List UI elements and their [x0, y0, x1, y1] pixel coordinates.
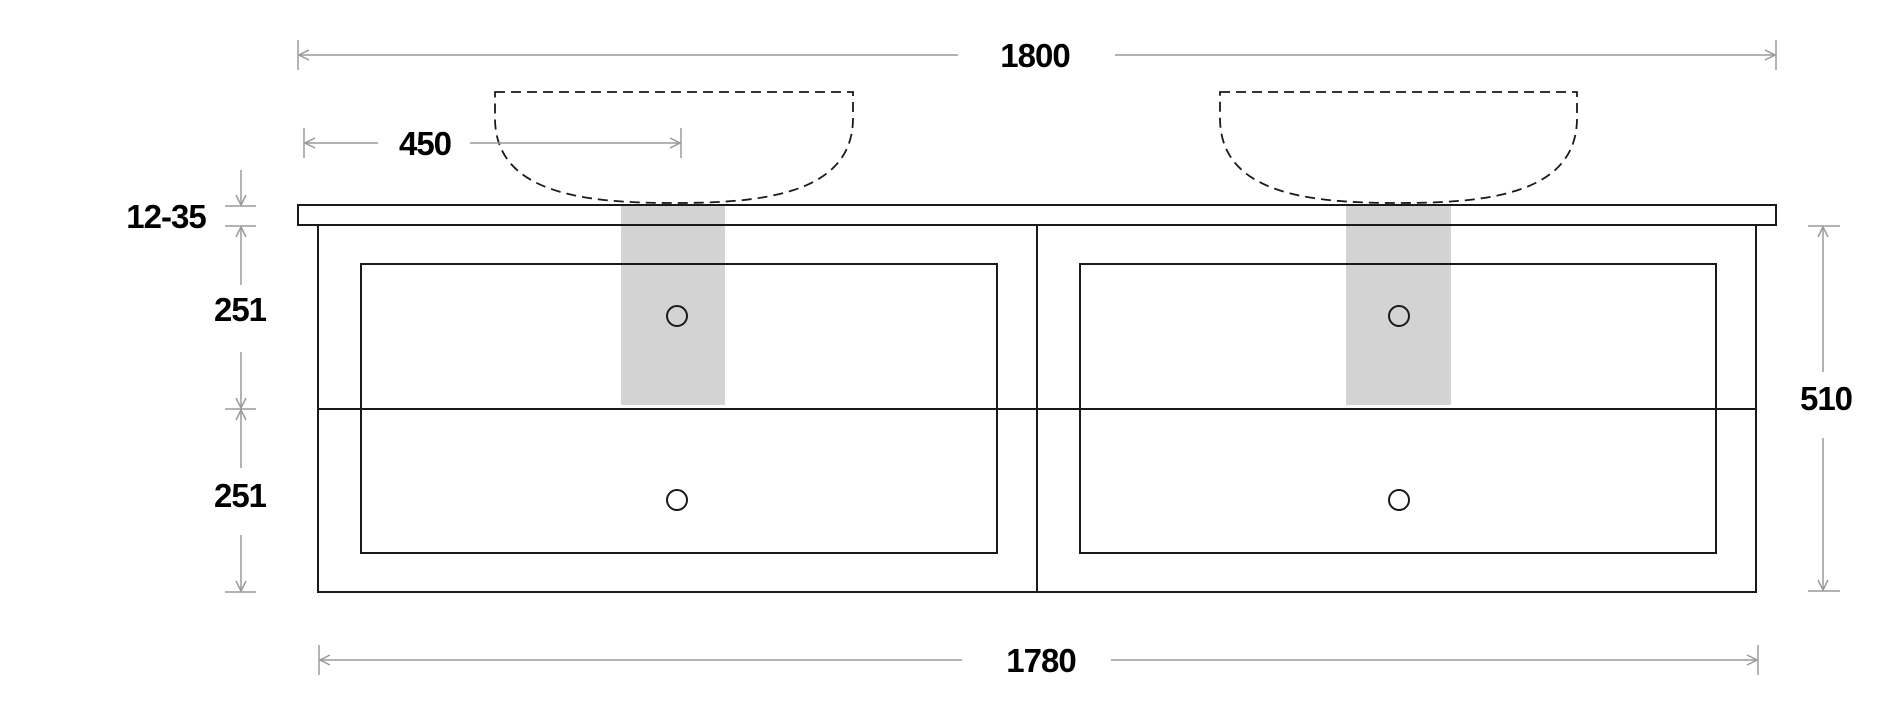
dimension-label-450: 450: [399, 125, 451, 162]
dimension-label-1780: 1780: [1006, 642, 1075, 679]
knob-upper-left: [666, 305, 688, 327]
dimension-label-lower-drawer: 251: [214, 477, 267, 514]
dimension-cabinet-height: 510: [1800, 225, 1853, 592]
dimension-label-510: 510: [1800, 380, 1852, 417]
drawer-panel-left: [360, 263, 998, 554]
dimension-left-vertical: 12-35 251 251: [126, 170, 268, 593]
dimension-label-top-thickness: 12-35: [126, 198, 206, 235]
knob-lower-left: [666, 489, 688, 511]
basin-right-outline: [1219, 91, 1578, 204]
basin-left-outline: [494, 91, 854, 204]
knob-lower-right: [1388, 489, 1410, 511]
plumbing-zone-right: [1346, 205, 1451, 405]
knob-upper-right: [1388, 305, 1410, 327]
countertop: [297, 204, 1777, 226]
dimension-basin-offset: 450: [303, 125, 682, 162]
drawer-panel-right: [1079, 263, 1717, 554]
dimension-label-1800: 1800: [1000, 37, 1069, 74]
dimension-cabinet-width: 1780: [318, 642, 1759, 679]
dimension-label-upper-drawer: 251: [214, 291, 267, 328]
dimension-overall-top-width: 1800: [297, 37, 1777, 74]
plumbing-zone-left: [621, 205, 725, 405]
